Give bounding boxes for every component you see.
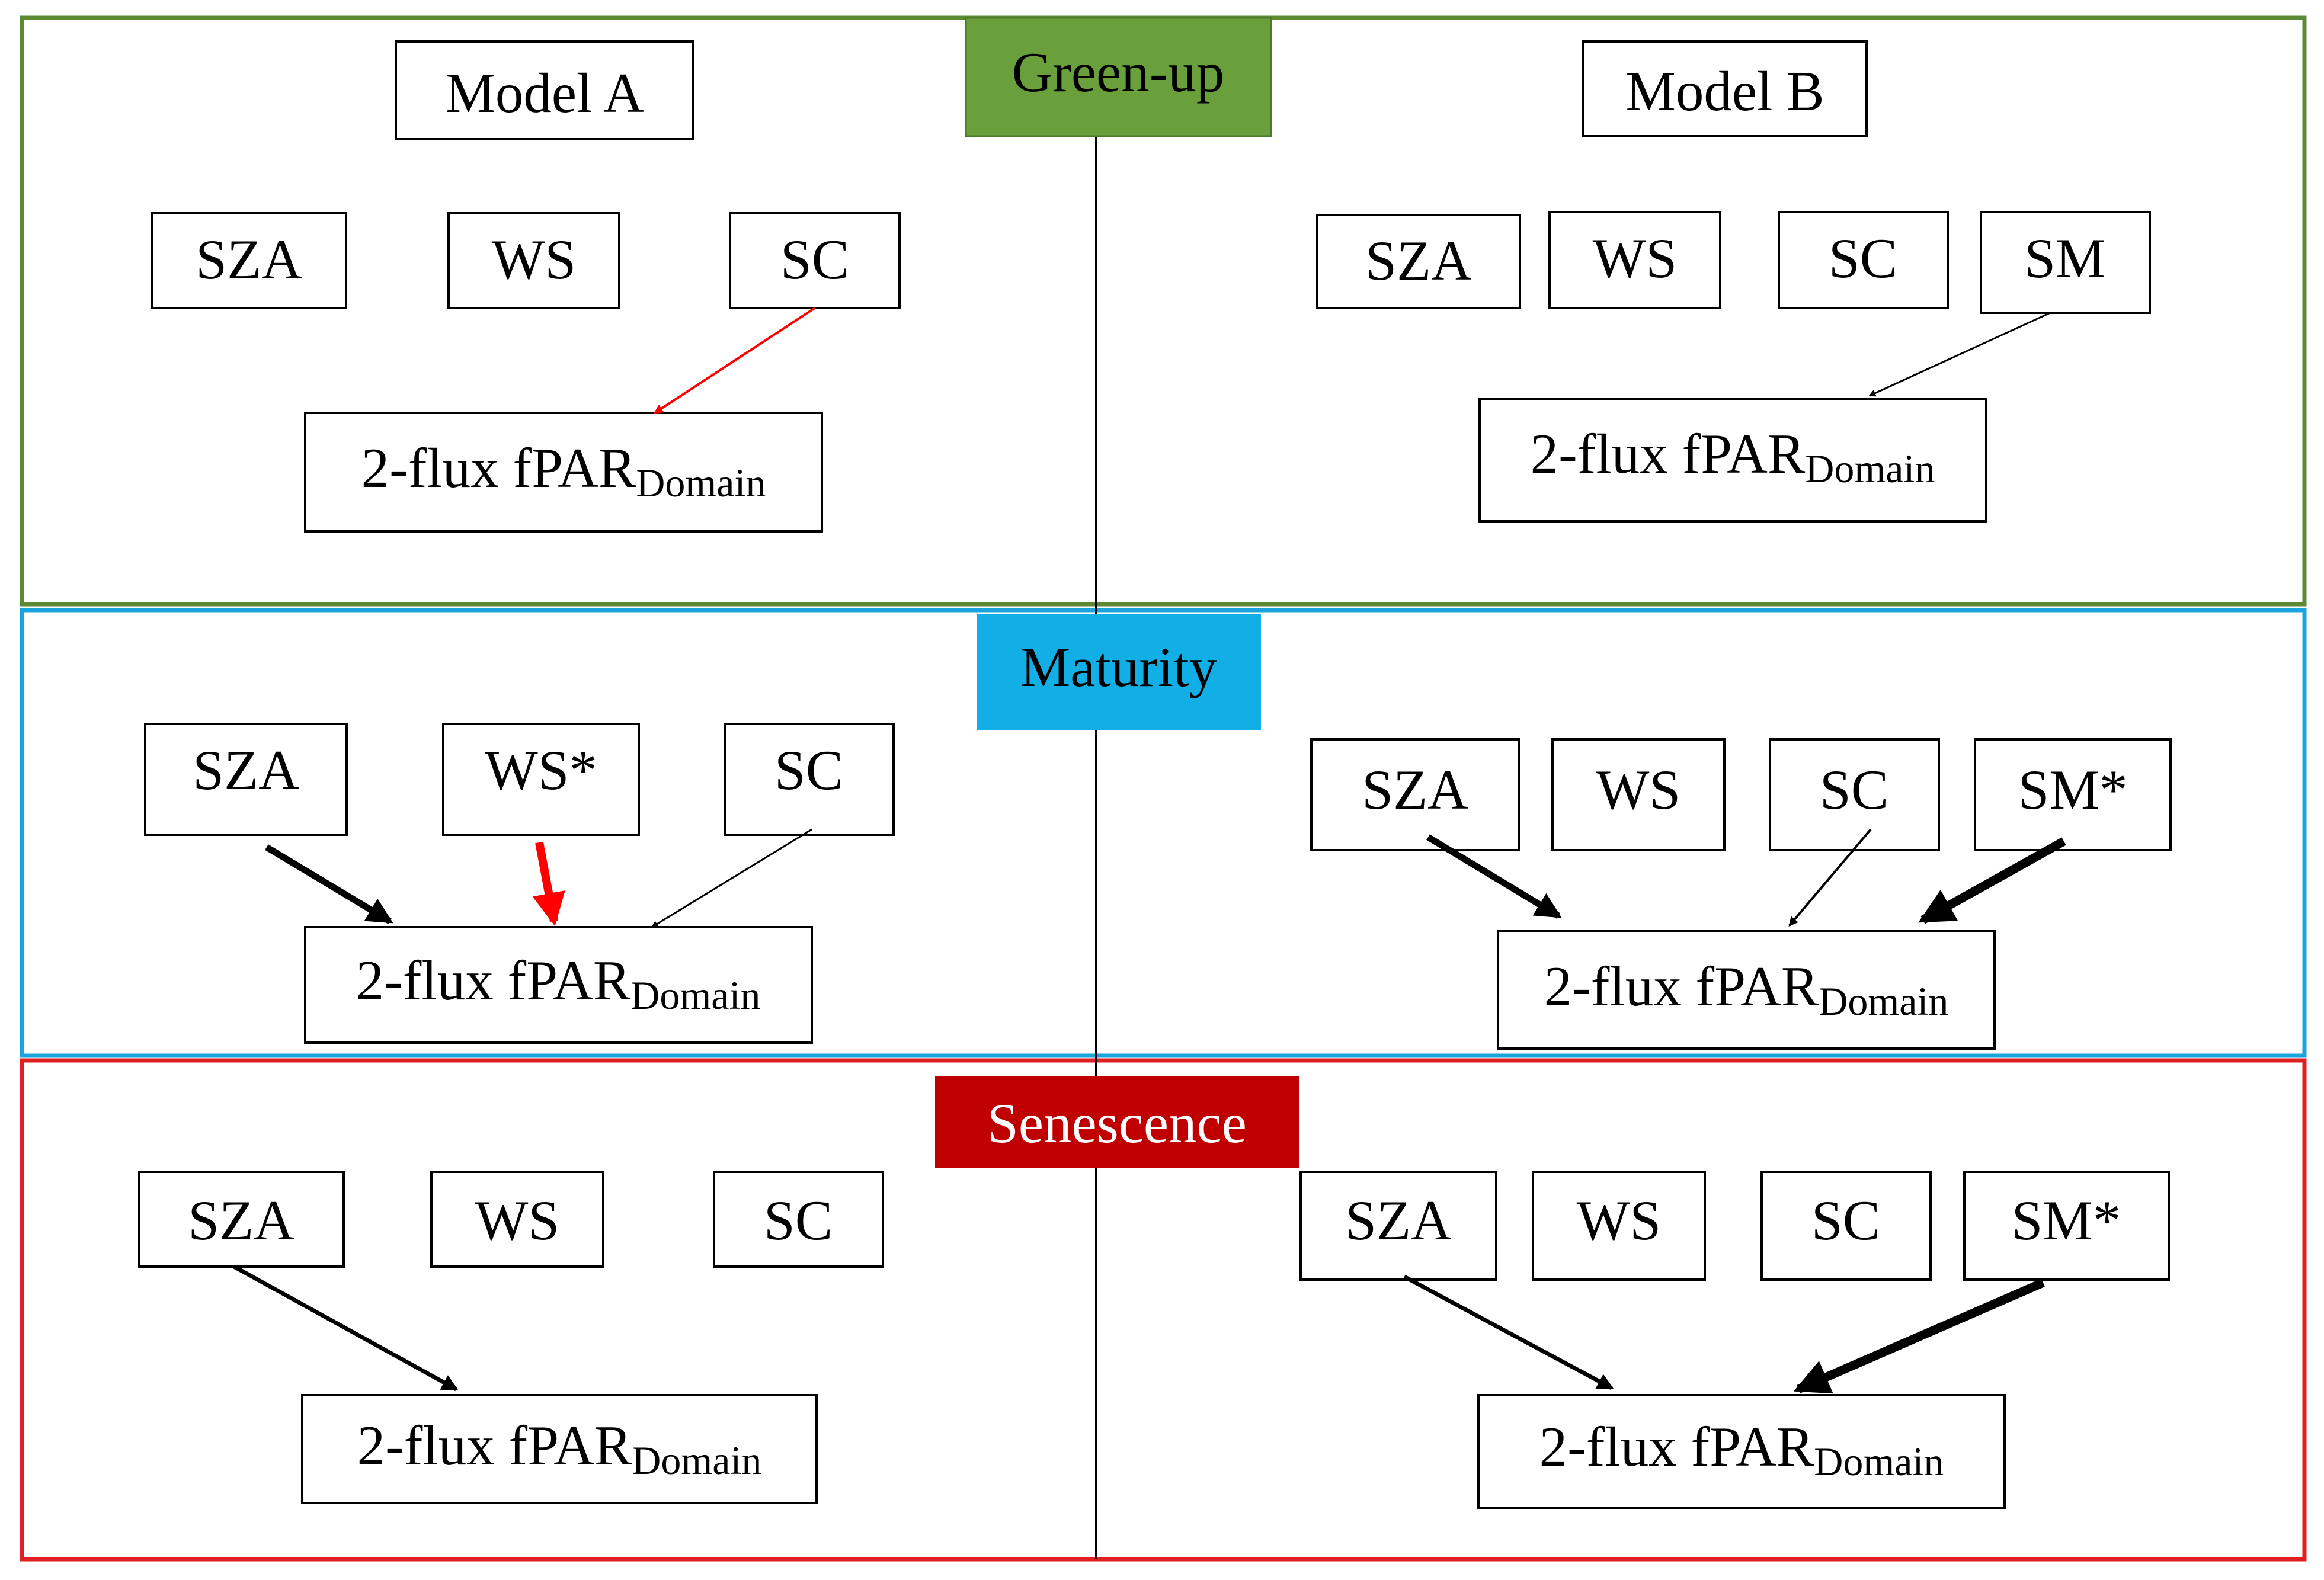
svg-text:Model A: Model A [445, 62, 644, 124]
senescence-label: Senescence [987, 1092, 1247, 1155]
svg-text:2-flux fPARDomain: 2-flux fPARDomain [361, 437, 766, 505]
svg-text:WS: WS [492, 228, 577, 291]
greenup-label-box [965, 17, 1272, 137]
senescence-section [20, 1058, 2307, 1562]
greenup-a-ws-node: WS [447, 212, 620, 309]
svg-text:2-flux fPARDomain: 2-flux fPARDomain [1544, 955, 1949, 1024]
senescence-b-target-node: 2-flux fPARDomain [1477, 1394, 2006, 1509]
maturity-b-ws-node: WS [1551, 738, 1726, 851]
maturity-b-sm-star-node: SM* [1974, 738, 2172, 851]
senescence-b-sc-node: SC [1760, 1171, 1932, 1281]
svg-text:SC: SC [774, 739, 843, 802]
greenup-a-target-node: 2-flux fPARDomain [304, 412, 823, 533]
svg-text:SZA: SZA [1365, 229, 1471, 292]
svg-text:SC: SC [1820, 758, 1888, 821]
svg-text:SM*: SM* [2012, 1189, 2121, 1252]
maturity-section [20, 608, 2307, 1058]
maturity-b-sza-node: SZA [1310, 738, 1520, 851]
greenup-b-arrow-sm [1868, 312, 2051, 397]
senescence-a-sza-node: SZA [138, 1171, 345, 1268]
greenup-b-sza-node: SZA [1316, 214, 1521, 309]
svg-text:WS: WS [475, 1189, 560, 1252]
senescence-a-arrow-sza [233, 1264, 459, 1392]
maturity-b-target-node: 2-flux fPARDomain [1497, 930, 1996, 1050]
svg-text:SM*: SM* [2018, 758, 2128, 821]
senescence-b-arrow-sza [1403, 1274, 1614, 1390]
maturity-b-arrow-sc [1788, 828, 1872, 927]
senescence-a-ws-node: WS [430, 1171, 604, 1268]
maturity-b-arrow-sm [1918, 837, 2066, 924]
svg-text:2-flux fPARDomain: 2-flux fPARDomain [1539, 1415, 1944, 1484]
greenup-b-sc-node: SC [1778, 211, 1949, 309]
svg-text:Model B: Model B [1625, 60, 1824, 123]
svg-text:SZA: SZA [1345, 1189, 1451, 1252]
greenup-b-ws-node: WS [1548, 211, 1721, 309]
svg-text:WS: WS [1593, 227, 1678, 290]
maturity-a-arrow-sza [265, 844, 393, 924]
greenup-a-sc-node: SC [729, 212, 901, 309]
maturity-label-box [977, 614, 1261, 730]
maturity-label: Maturity [1020, 636, 1218, 698]
svg-text:SC: SC [764, 1189, 833, 1252]
maturity-a-arrow-sc [651, 828, 812, 928]
svg-text:WS: WS [1596, 758, 1681, 821]
svg-text:SZA: SZA [196, 228, 302, 291]
maturity-a-sza-node: SZA [144, 723, 348, 836]
svg-text:SZA: SZA [193, 739, 299, 802]
greenup-b-target-node: 2-flux fPARDomain [1478, 398, 1987, 523]
maturity-a-arrow-ws [532, 841, 565, 927]
svg-text:WS: WS [1577, 1189, 1662, 1252]
greenup-a-arrow-sc [653, 307, 816, 414]
svg-text:SM: SM [2024, 227, 2105, 290]
greenup-label: Green-up [1012, 41, 1225, 104]
svg-text:2-flux fPARDomain: 2-flux fPARDomain [357, 1414, 762, 1483]
maturity-b-sc-node: SC [1769, 738, 1940, 851]
senescence-a-sc-node: SC [713, 1171, 884, 1268]
maturity-a-target-node: 2-flux fPARDomain [304, 926, 813, 1044]
senescence-label-box [935, 1076, 1299, 1168]
greenup-b-sm-node: SM [1980, 211, 2151, 314]
svg-text:2-flux fPARDomain: 2-flux fPARDomain [1531, 422, 1935, 491]
svg-text:WS*: WS* [485, 739, 597, 802]
maturity-a-sc-node: SC [724, 723, 895, 836]
svg-text:SZA: SZA [1362, 758, 1468, 821]
svg-text:SC: SC [1811, 1189, 1880, 1252]
model-b-header: Model B [1582, 40, 1868, 137]
maturity-a-ws-star-node: WS* [442, 723, 640, 836]
svg-text:SC: SC [780, 228, 849, 291]
senescence-b-sm-star-node: SM* [1963, 1171, 2170, 1281]
senescence-b-arrow-sm [1793, 1278, 2045, 1394]
model-a-header: Model A [395, 40, 694, 140]
svg-text:2-flux fPARDomain: 2-flux fPARDomain [356, 949, 761, 1018]
maturity-b-arrow-sza [1426, 834, 1562, 919]
greenup-a-sza-node: SZA [151, 212, 347, 309]
svg-text:SZA: SZA [188, 1189, 294, 1252]
senescence-b-ws-node: WS [1532, 1171, 1706, 1281]
senescence-a-target-node: 2-flux fPARDomain [301, 1394, 818, 1504]
svg-text:SC: SC [1829, 227, 1897, 290]
senescence-b-sza-node: SZA [1299, 1171, 1497, 1281]
